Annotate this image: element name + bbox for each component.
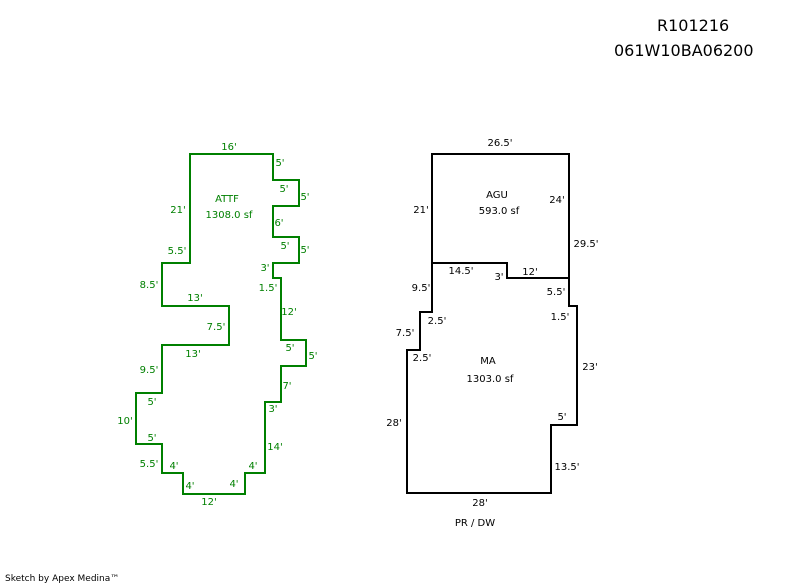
attf-dimension-label: 5.5' [168, 246, 187, 257]
attf-dimension-label: 5' [147, 397, 156, 408]
ma-dimension-label: 29.5' [573, 239, 598, 250]
attf-outline [135, 153, 307, 495]
attf-dimension-label: 1.5' [259, 283, 278, 294]
attf-dimension-label: 10' [117, 416, 132, 427]
attf-dimension-label: 13' [185, 349, 200, 360]
ma-dimension-label: 2.5' [413, 353, 432, 364]
attf-dimension-label: 6' [274, 218, 283, 229]
ma-dimension-label: 9.5' [412, 283, 431, 294]
agu-dimension-label: 14.5' [448, 266, 473, 277]
attf-dimension-label: 5' [275, 158, 284, 169]
attf-dimension-label: 3' [268, 404, 277, 415]
attf-area-size: 1308.0 sf [206, 210, 253, 221]
attf-dimension-label: 4' [229, 479, 238, 490]
attf-dimension-label: 4' [169, 461, 178, 472]
agu-dimension-label: 24' [549, 195, 564, 206]
ma-dimension-label: 28' [386, 418, 401, 429]
attf-dimension-label: 5' [300, 245, 309, 256]
ma-dimension-label: 13.5' [554, 462, 579, 473]
attf-dimension-label: 5' [300, 192, 309, 203]
attf-dimension-label: 5' [147, 433, 156, 444]
attf-dimension-label: 7' [282, 381, 291, 392]
ma-dimension-label: 2.5' [428, 316, 447, 327]
agu-dimension-label: 12' [522, 267, 537, 278]
agu-ma-divider [432, 262, 569, 279]
pr-dw-label: PR / DW [455, 518, 495, 529]
attf-area-name: ATTF [215, 194, 239, 205]
attf-dimension-label: 14' [267, 442, 282, 453]
attf-dimension-label: 16' [221, 142, 236, 153]
agu-dimension-label: 26.5' [487, 138, 512, 149]
parcel-id: R101216 [657, 16, 730, 35]
attf-dimension-label: 8.5' [140, 280, 159, 291]
building-outline [406, 153, 578, 494]
attf-dimension-label: 21' [170, 205, 185, 216]
sketch-credit: Sketch by Apex Medina™ [5, 574, 120, 584]
attf-dimension-label: 12' [201, 497, 216, 508]
attf-dimension-label: 12' [281, 307, 296, 318]
attf-dimension-label: 13' [187, 293, 202, 304]
ma-dimension-label: 7.5' [396, 328, 415, 339]
ma-dimension-label: 1.5' [551, 312, 570, 323]
attf-dimension-label: 5' [279, 184, 288, 195]
ma-area-size: 1303.0 sf [467, 374, 514, 385]
ma-area-name: MA [480, 356, 496, 367]
ma-dimension-label: 28' [472, 498, 487, 509]
agu-area-size: 593.0 sf [479, 206, 520, 217]
agu-dimension-label: 3' [494, 272, 503, 283]
attf-dimension-label: 4' [248, 461, 257, 472]
agu-area-name: AGU [486, 190, 508, 201]
attf-dimension-label: 5' [285, 343, 294, 354]
agu-dimension-label: 21' [413, 205, 428, 216]
attf-dimension-label: 5' [280, 241, 289, 252]
attf-dimension-label: 7.5' [207, 322, 226, 333]
ma-dimension-label: 23' [582, 362, 597, 373]
ma-dimension-label: 5.5' [547, 287, 566, 298]
attf-dimension-label: 9.5' [140, 365, 159, 376]
attf-dimension-label: 4' [185, 481, 194, 492]
map-tax-lot: 061W10BA06200 [614, 41, 754, 60]
attf-dimension-label: 5.5' [140, 459, 159, 470]
ma-dimension-label: 5' [557, 412, 566, 423]
attf-dimension-label: 3' [260, 263, 269, 274]
attf-dimension-label: 5' [308, 351, 317, 362]
